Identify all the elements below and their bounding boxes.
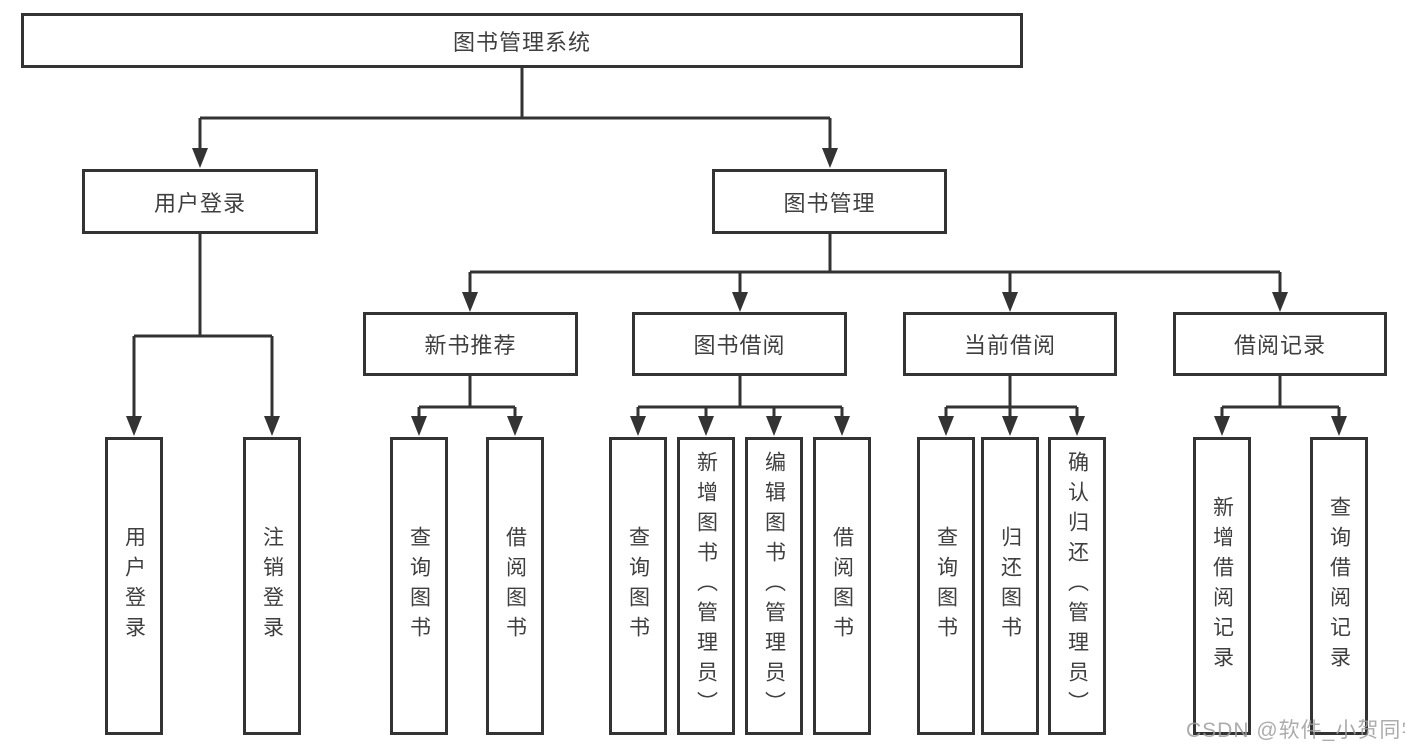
leaf-query-book-recommend-label: 查询图书: [407, 526, 431, 646]
leaf-return-book: 归还图书: [981, 437, 1039, 735]
leaf-edit-book-admin: 编辑图书（管理员）: [745, 437, 803, 735]
connector-new-book-to-leaves: [411, 376, 523, 436]
leaf-add-borrow-record-label: 新增借阅记录: [1210, 496, 1234, 676]
node-current-borrow-label: 当前借阅: [963, 333, 1056, 358]
node-book-borrow-label: 图书借阅: [693, 333, 786, 358]
arrowhead-icon: [732, 292, 748, 312]
node-borrow-record: 借阅记录: [1173, 312, 1387, 376]
leaf-borrow-book: 借阅图书: [813, 437, 871, 735]
leaf-borrow-book-recommend-label: 借阅图书: [503, 526, 527, 646]
leaf-add-book-admin-label: 新增图书（管理员）: [694, 451, 718, 721]
node-book-borrow: 图书借阅: [632, 312, 847, 376]
arrowhead-icon: [698, 416, 714, 436]
node-book-management: 图书管理: [712, 169, 947, 234]
node-user-login: 用户登录: [82, 169, 318, 234]
arrowhead-icon: [1331, 416, 1347, 436]
leaf-query-book-current-label: 查询图书: [934, 526, 958, 646]
leaf-confirm-return-admin: 确认归还（管理员）: [1048, 437, 1106, 735]
arrowhead-icon: [630, 416, 646, 436]
leaf-edit-book-admin-label: 编辑图书（管理员）: [762, 451, 786, 721]
leaf-confirm-return-admin-label: 确认归还（管理员）: [1065, 451, 1089, 721]
node-borrow-record-label: 借阅记录: [1233, 333, 1326, 358]
arrowhead-icon: [834, 416, 850, 436]
arrowhead-icon: [192, 148, 208, 168]
leaf-query-borrow-record-label: 查询借阅记录: [1327, 496, 1351, 676]
node-book-management-label: 图书管理: [783, 190, 876, 216]
arrowhead-icon: [126, 416, 142, 436]
connector-current-borrow-to-leaves: [938, 376, 1085, 436]
leaf-add-book-admin: 新增图书（管理员）: [677, 437, 735, 735]
connector-root-to-level2: [192, 68, 838, 168]
connector-user-login-to-leaves: [126, 234, 280, 436]
arrowhead-icon: [1069, 416, 1085, 436]
leaf-logout-label: 注销登录: [260, 526, 284, 646]
node-current-borrow: 当前借阅: [903, 312, 1117, 376]
leaf-logout: 注销登录: [243, 437, 301, 735]
arrowhead-icon: [1214, 416, 1230, 436]
connector-borrow-record-to-leaves: [1214, 376, 1347, 436]
arrowhead-icon: [938, 416, 954, 436]
leaf-query-book-borrow-label: 查询图书: [626, 526, 650, 646]
leaf-user-login: 用户登录: [105, 437, 163, 735]
node-new-book-recommend: 新书推荐: [363, 312, 578, 376]
leaf-query-book-borrow: 查询图书: [609, 437, 667, 735]
arrowhead-icon: [1002, 416, 1018, 436]
leaf-query-book-recommend: 查询图书: [390, 437, 448, 735]
arrowhead-icon: [1272, 292, 1288, 312]
arrowhead-icon: [411, 416, 427, 436]
leaf-query-borrow-record: 查询借阅记录: [1310, 437, 1368, 735]
arrowhead-icon: [264, 416, 280, 436]
node-user-login-label: 用户登录: [153, 190, 246, 216]
connector-book-mgmt-to-level3: [462, 234, 1288, 312]
arrowhead-icon: [1002, 292, 1018, 312]
leaf-user-login-label: 用户登录: [122, 526, 146, 646]
arrowhead-icon: [822, 148, 838, 168]
arrowhead-icon: [766, 416, 782, 436]
node-root: 图书管理系统: [21, 13, 1023, 68]
node-root-label: 图书管理系统: [452, 29, 591, 55]
connector-book-borrow-to-leaves: [630, 376, 850, 436]
leaf-add-borrow-record: 新增借阅记录: [1193, 437, 1251, 735]
arrowhead-icon: [507, 416, 523, 436]
leaf-return-book-label: 归还图书: [998, 526, 1022, 646]
leaf-query-book-current: 查询图书: [917, 437, 975, 735]
leaf-borrow-book-label: 借阅图书: [830, 526, 854, 646]
node-new-book-recommend-label: 新书推荐: [424, 333, 517, 358]
watermark: CSDN @软件_小贺同学: [1186, 719, 1405, 742]
arrowhead-icon: [462, 292, 478, 312]
leaf-borrow-book-recommend: 借阅图书: [486, 437, 544, 735]
